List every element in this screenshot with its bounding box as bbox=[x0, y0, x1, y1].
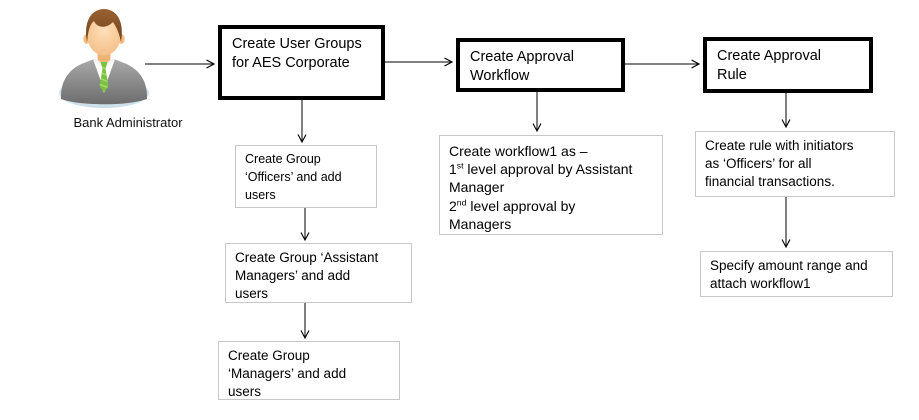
text-line: 2nd level approval by bbox=[449, 197, 653, 215]
substep-create-workflow1-details: Create workflow1 as – 1st level approval… bbox=[439, 135, 663, 235]
text-line: Create Group ‘Assistant bbox=[235, 250, 379, 265]
step-create-user-groups: Create User Groups for AES Corporate bbox=[218, 25, 385, 100]
text-line: financial transactions. bbox=[705, 174, 835, 190]
text-line: Specify amount range and bbox=[710, 258, 868, 273]
text-line: 1st level approval by Assistant bbox=[449, 160, 653, 178]
line-text: level approval by bbox=[466, 197, 576, 214]
text-line: for AES Corporate bbox=[232, 55, 350, 72]
avatar-face bbox=[87, 16, 121, 56]
text-line: users bbox=[235, 286, 269, 302]
text-line: users bbox=[245, 188, 276, 203]
line-text: level approval by Assistant bbox=[463, 161, 633, 178]
text-line: users bbox=[228, 384, 262, 400]
step-create-approval-workflow: Create Approval Workflow bbox=[456, 38, 625, 92]
text-line: Create Group bbox=[245, 152, 321, 166]
text-line: Rule bbox=[717, 67, 747, 84]
ordinal-number: 1 bbox=[449, 161, 457, 178]
text-line: Create User Groups bbox=[232, 36, 362, 52]
text-line: ‘Officers’ and add bbox=[245, 170, 342, 185]
avatar-hair bbox=[86, 9, 122, 42]
text-line: Managers’ and add bbox=[235, 268, 351, 284]
text-line: Create workflow1 as – bbox=[449, 143, 588, 159]
ordinal-suffix: nd bbox=[456, 196, 467, 207]
step-create-approval-rule: Create Approval Rule bbox=[703, 37, 873, 93]
text-line: attach workflow1 bbox=[710, 276, 811, 292]
text-line: Create Approval bbox=[470, 49, 574, 65]
ordinal-number: 2 bbox=[449, 197, 457, 214]
text-line: Create Group bbox=[228, 348, 310, 363]
substep-specify-amount-range: Specify amount range and attach workflow… bbox=[700, 251, 893, 297]
substep-create-group-assistant-managers: Create Group ‘Assistant Managers’ and ad… bbox=[225, 243, 412, 303]
text-line: Manager bbox=[449, 179, 505, 196]
text-line: as ‘Officers’ for all bbox=[705, 156, 812, 172]
substep-create-rule-initiators: Create rule with initiators as ‘Officers… bbox=[695, 131, 895, 197]
text-line: Workflow bbox=[470, 68, 530, 85]
text-line: Create Approval bbox=[717, 48, 821, 64]
ordinal-suffix: st bbox=[456, 160, 464, 171]
substep-create-group-managers: Create Group ‘Managers’ and add users bbox=[218, 341, 400, 400]
text-line: Managers bbox=[449, 215, 512, 232]
text-line: ‘Managers’ and add bbox=[228, 366, 347, 382]
bank-administrator-icon bbox=[59, 9, 149, 108]
bank-administrator-label: Bank Administrator bbox=[73, 115, 183, 130]
text-line: Create rule with initiators bbox=[705, 138, 854, 153]
substep-create-group-officers: Create Group ‘Officers’ and add users bbox=[235, 145, 377, 208]
